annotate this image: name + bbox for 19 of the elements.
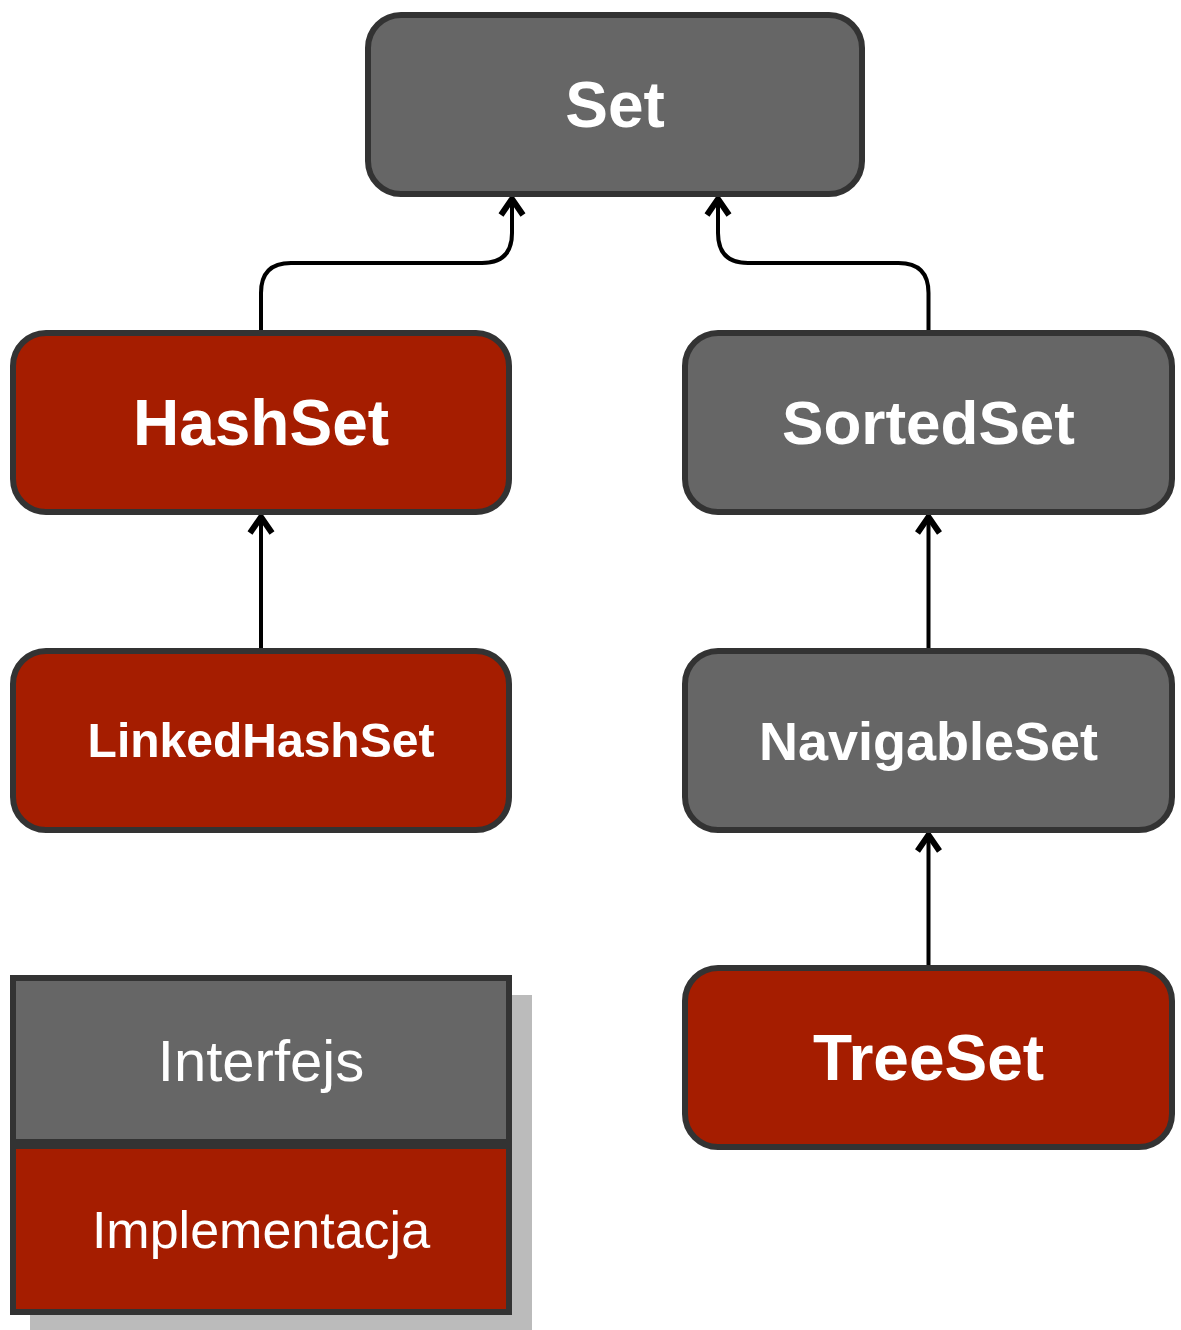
class-name: TreeSet	[812, 1020, 1045, 1095]
inheritance-arrow	[259, 196, 526, 330]
inheritance-arrow	[704, 196, 931, 330]
class-name: Set	[565, 67, 665, 142]
class-name: LinkedHashSet	[87, 713, 435, 768]
class-box	[682, 330, 1175, 515]
legend-label: Implementacja	[90, 1200, 432, 1261]
class-box	[682, 965, 1175, 1150]
inheritance-arrow	[914, 832, 943, 965]
class-box	[365, 12, 865, 197]
class-box	[10, 648, 512, 833]
inheritance-arrow	[247, 514, 275, 648]
class-box	[10, 330, 512, 515]
class-name: HashSet	[132, 385, 390, 460]
legend-label: Interfejs	[156, 1026, 366, 1095]
class-name: NavigableSet	[758, 709, 1099, 772]
class-name: SortedSet	[782, 387, 1075, 458]
class-box	[682, 648, 1175, 833]
inheritance-arrow	[914, 514, 943, 648]
